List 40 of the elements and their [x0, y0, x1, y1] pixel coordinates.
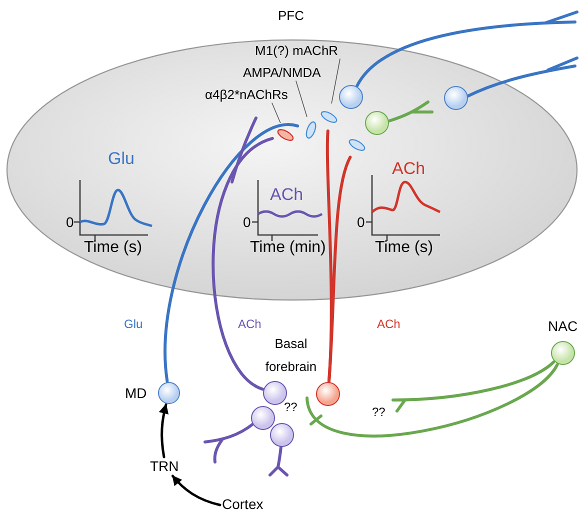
trace-title: Glu	[108, 148, 134, 169]
region-label: Cortex	[222, 496, 266, 513]
neuron-cell-body	[251, 406, 275, 430]
axis-tick-label: 0	[243, 213, 251, 231]
region-label: NAC	[548, 318, 578, 335]
receptor-label: AMPA/NMDA	[243, 64, 319, 81]
region-label: MD	[125, 385, 147, 402]
leader-line	[331, 58, 340, 104]
axis-title: Time (s)	[84, 238, 142, 258]
leader-line	[296, 80, 308, 117]
receptor-label: α4β2*nAChRs	[205, 86, 291, 103]
axis-title: Time (min)	[250, 238, 326, 258]
trace-title: ACh	[270, 184, 304, 205]
region-label: Basal forebrain	[264, 335, 318, 376]
receptor	[304, 120, 318, 140]
edge-label: ACh	[377, 316, 400, 333]
edge-label: ACh	[238, 316, 262, 333]
receptor-label: M1(?) mAChR	[255, 42, 349, 59]
region-label: TRN	[150, 458, 180, 475]
axon	[164, 124, 300, 383]
neuron-cell-body	[270, 423, 294, 447]
axon	[212, 116, 274, 391]
axis-tick-label: 0	[357, 213, 365, 231]
receptor	[347, 137, 367, 153]
trace-title: ACh	[392, 158, 426, 179]
edge-label: Glu	[124, 316, 143, 333]
axis-tick-label: 0	[66, 213, 74, 231]
arrow	[171, 474, 222, 506]
question-mark-label: ??	[284, 399, 298, 415]
receptor	[276, 127, 295, 143]
axon	[392, 360, 556, 412]
question-mark-label: ??	[372, 404, 386, 420]
neuron-cell-body	[316, 382, 340, 406]
axon	[306, 363, 559, 438]
arrow	[158, 403, 169, 458]
axon	[328, 156, 352, 382]
leader-line	[272, 102, 281, 123]
receptor	[319, 109, 339, 125]
region-label: PFC	[278, 7, 304, 24]
axis-title: Time (s)	[375, 238, 434, 258]
